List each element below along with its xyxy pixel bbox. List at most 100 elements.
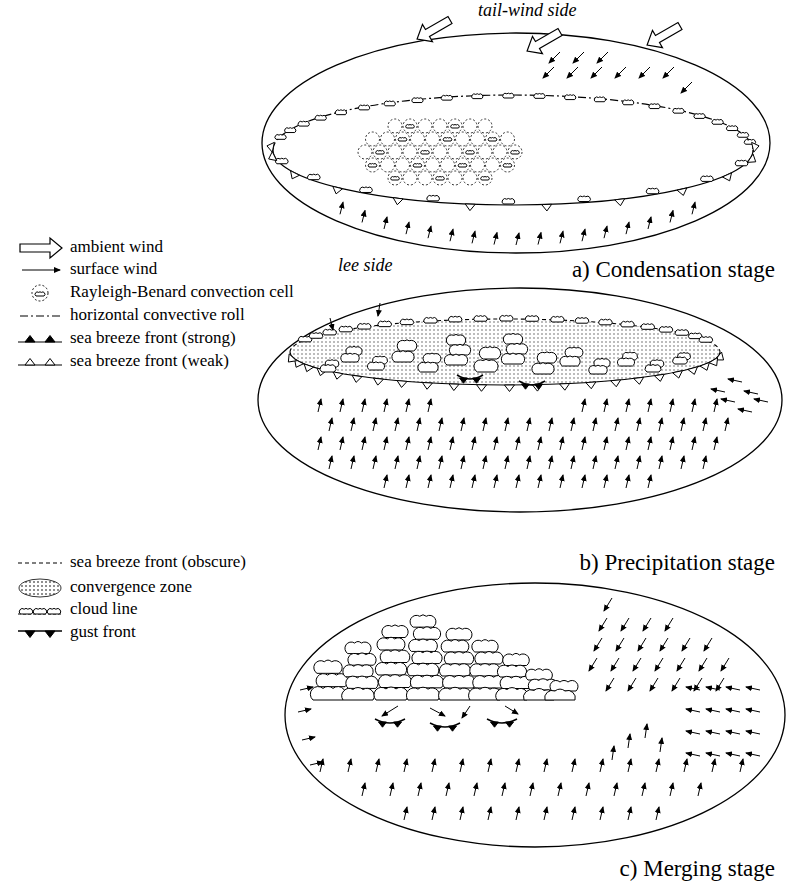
cumulus-cloud [446, 335, 465, 345]
front-triangle [465, 204, 475, 211]
legend-text: sea breeze front (obscure) [70, 552, 246, 572]
cumulus-cloud [346, 676, 378, 688]
surface-wind-arrow [686, 709, 700, 712]
stage-caption: a) Condensation stage [572, 256, 775, 284]
front-triangle [393, 198, 403, 205]
surface-wind-arrow [330, 318, 333, 330]
cumulus-cloud [488, 138, 496, 141]
surface-wind-arrow [681, 456, 684, 469]
surface-wind-arrow [384, 475, 387, 488]
front-triangle [634, 377, 644, 384]
surface-wind-arrow [300, 687, 313, 690]
surface-wind-arrow [659, 418, 662, 431]
cumulus-cloud [421, 151, 429, 154]
cumulus-cloud [376, 151, 384, 154]
cumulus-cloud [310, 686, 345, 700]
surface-wind-arrow [494, 437, 497, 450]
front-triangle [45, 631, 55, 638]
cumulus-cloud [427, 195, 440, 200]
surface-wind-arrow [406, 222, 409, 234]
surface-wind-arrow [538, 475, 541, 488]
front-triangle [460, 378, 468, 383]
surface-wind-arrow [373, 418, 376, 431]
surface-wind-arrow [714, 437, 717, 450]
cumulus-cloud [335, 110, 346, 115]
surface-wind-arrow [544, 807, 547, 820]
surface-wind-arrow [660, 738, 662, 752]
surface-wind-arrow [684, 759, 687, 772]
surface-wind-arrow [659, 456, 662, 469]
rayleigh-benard-cell [486, 158, 500, 172]
surface-wind-arrow [628, 734, 630, 748]
cumulus-cloud [339, 326, 352, 332]
surface-wind-arrow [604, 475, 607, 488]
surface-wind-arrow [483, 418, 486, 431]
cumulus-cloud [341, 353, 359, 362]
cumulus-cloud [502, 199, 515, 204]
cumulus-cloud [470, 664, 500, 676]
front-triangle [506, 722, 514, 727]
surface-wind-arrow [505, 706, 518, 714]
surface-wind-arrow [384, 437, 387, 450]
cumulus-cloud [443, 138, 451, 141]
cumulus-cloud [537, 352, 557, 363]
surface-wind-arrow [488, 807, 491, 820]
cumulus-cloud [360, 187, 373, 192]
front-triangle [654, 374, 664, 381]
cumulus-cloud [466, 151, 474, 154]
cumulus-cloud [19, 608, 32, 614]
front-triangle [333, 186, 343, 194]
surface-wind-arrow [711, 389, 725, 392]
cumulus-cloud [673, 357, 688, 364]
front-triangle [422, 382, 432, 389]
front-triangle [522, 384, 530, 389]
surface-wind-arrow [418, 783, 421, 796]
cumulus-cloud [424, 318, 437, 324]
surface-wind-arrow [474, 783, 477, 796]
surface-wind-arrow [582, 229, 585, 241]
cumulus-cloud [506, 343, 527, 354]
surface-wind-arrow [571, 456, 574, 469]
rayleigh-benard-cell [441, 158, 455, 172]
surface-wind-arrow [502, 783, 505, 796]
cumulus-cloud [391, 177, 399, 180]
surface-wind-arrow [362, 399, 365, 412]
rayleigh-benard-cell [508, 145, 522, 159]
surface-wind-arrow [340, 437, 343, 450]
rayleigh-benard-cell [456, 132, 470, 146]
cumulus-cloud [345, 642, 371, 654]
cumulus-cloud [641, 324, 654, 330]
legend-text: convergence zone [70, 577, 192, 597]
surface-wind-arrow [549, 456, 552, 469]
front-triangle [477, 385, 487, 392]
surface-wind-arrow [538, 437, 541, 450]
cumulus-cloud [439, 664, 470, 676]
cumulus-cloud [342, 688, 374, 700]
surface-wind-arrow [746, 731, 760, 734]
front-triangle [25, 359, 35, 366]
horizontal-convective-roll [20, 315, 62, 316]
sea-breeze-front [290, 352, 720, 385]
surface-wind-arrow [703, 456, 706, 469]
surface-wind-arrow [505, 418, 508, 431]
surface-wind-arrow [594, 638, 602, 651]
surface-wind-arrow [472, 475, 475, 488]
cumulus-cloud [727, 126, 738, 131]
front-triangle [25, 631, 35, 638]
surface-wind-arrow [604, 437, 607, 450]
surface-wind-arrow [706, 731, 720, 734]
rayleigh-benard-cell [433, 119, 447, 133]
surface-wind-arrow [616, 638, 624, 651]
front-triangle [25, 336, 35, 343]
surface-wind-arrow [417, 418, 420, 431]
surface-wind-arrow [638, 638, 646, 651]
surface-wind-arrow [428, 226, 431, 238]
surface-wind-arrow [302, 737, 315, 740]
rayleigh-benard-cell [448, 119, 462, 133]
surface-wind-arrow [754, 399, 768, 402]
surface-wind-arrow [692, 437, 695, 450]
surface-wind-arrow [746, 753, 760, 756]
cumulus-cloud [594, 97, 605, 102]
rayleigh-benard-cell [463, 145, 477, 159]
surface-wind-arrow [461, 456, 464, 469]
